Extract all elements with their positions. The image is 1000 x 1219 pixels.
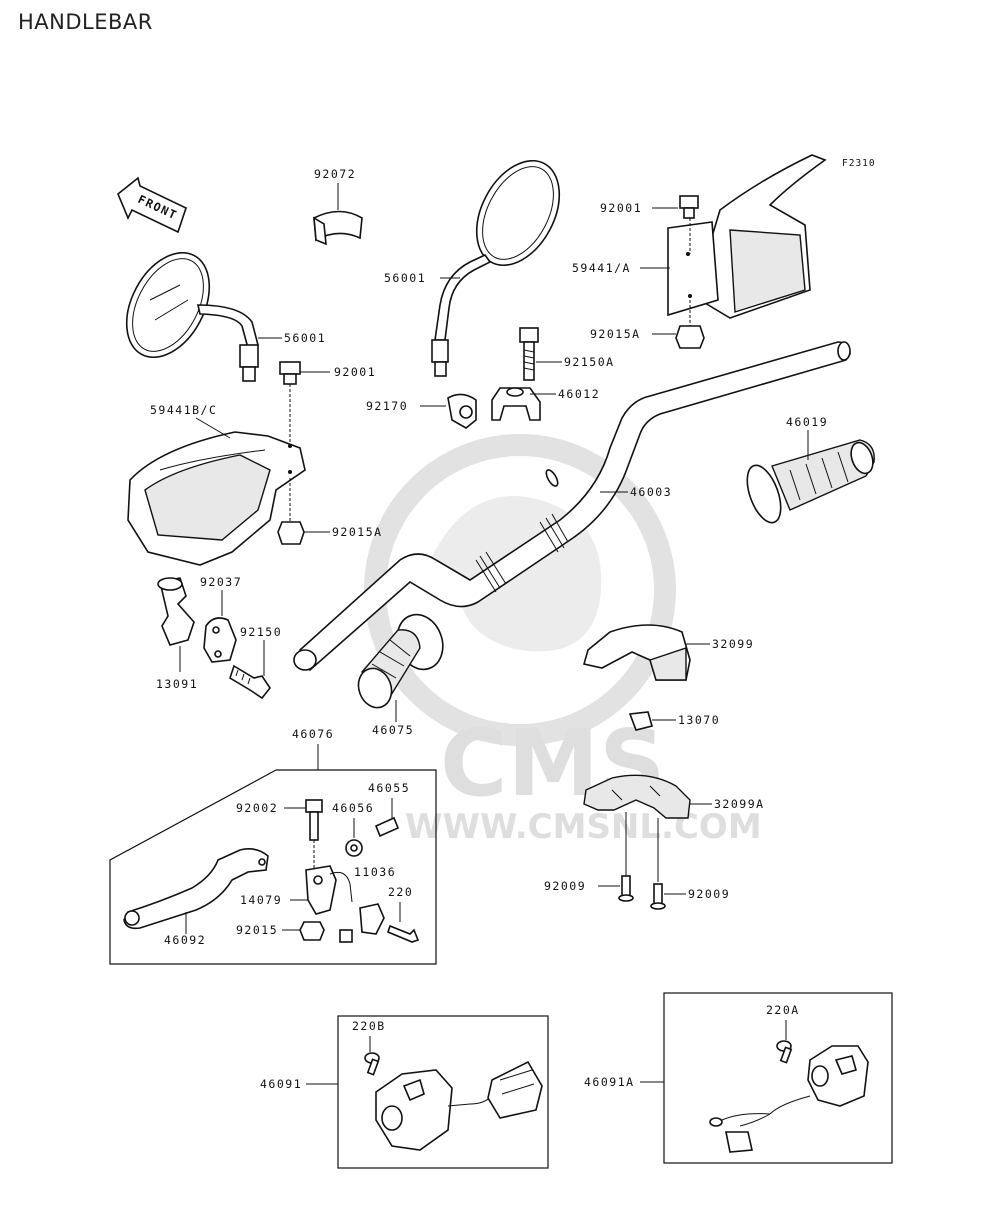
handguard-left (127, 431, 306, 566)
bracket-92037 (203, 617, 237, 663)
mirror-right-stem (434, 253, 492, 341)
label-220b: 220B (352, 1019, 386, 1033)
nut-92015 (299, 921, 325, 941)
clamp-11036 (339, 903, 385, 943)
label-46091a: 46091A (584, 1075, 635, 1089)
label-220a: 220A (766, 1003, 800, 1017)
front-arrow: FRONT (117, 176, 187, 234)
switch-46091a-box (663, 992, 893, 1164)
mirror-right (431, 159, 561, 377)
label-46091: 46091 (260, 1077, 302, 1091)
screw-220 (387, 924, 420, 943)
bolt-92150 (229, 664, 271, 700)
nut-92015a-right (675, 325, 705, 349)
bolt-92001-left (279, 361, 301, 375)
page-title: HANDLEBAR (18, 10, 153, 34)
label-46055: 46055 (368, 781, 410, 795)
label-92015a-right: 92015A (590, 327, 641, 341)
handlebar-46003 (293, 341, 851, 672)
label-220: 220 (388, 885, 413, 899)
label-92015: 92015 (236, 923, 278, 937)
label-59441bc: 59441B/C (150, 403, 217, 417)
label-92150a: 92150A (564, 355, 615, 369)
clamp-92072 (313, 210, 363, 246)
holder-46012 (491, 387, 541, 421)
label-92001-right: 92001 (600, 201, 642, 215)
lever-assembly-box (109, 769, 437, 965)
mirror-left-glass (125, 251, 211, 359)
label-92009-left: 92009 (544, 879, 586, 893)
label-59441a: 59441/A (572, 261, 631, 275)
mirror-left-mount (239, 344, 259, 368)
lever-holder-14079 (305, 865, 353, 915)
housing-32099 (582, 624, 691, 681)
label-56001-right: 56001 (384, 271, 426, 285)
label-92001-left: 92001 (334, 365, 376, 379)
handguard-right-bracket (667, 221, 719, 317)
part-13070 (628, 711, 653, 731)
screw-220a (776, 1040, 793, 1064)
label-92037: 92037 (200, 575, 242, 589)
mirror-right-glass (475, 159, 561, 267)
label-13091: 13091 (156, 677, 198, 691)
figure-code: F2310 (842, 158, 876, 169)
label-92002: 92002 (236, 801, 278, 815)
label-46092: 46092 (164, 933, 206, 947)
watermark-url: WWW.CMSNL.COM (405, 807, 762, 847)
screw-220b (364, 1052, 380, 1076)
label-56001-left: 56001 (284, 331, 326, 345)
clamp-92170 (447, 393, 477, 429)
label-14079: 14079 (240, 893, 282, 907)
label-46076: 46076 (292, 727, 334, 741)
label-46019: 46019 (786, 415, 828, 429)
label-92009-right: 92009 (688, 887, 730, 901)
grip-46019 (746, 439, 875, 524)
label-32099: 32099 (712, 637, 754, 651)
housing-32099a (583, 774, 691, 819)
label-46075: 46075 (372, 723, 414, 737)
label-46012: 46012 (558, 387, 600, 401)
label-92150: 92150 (240, 625, 282, 639)
handguard-right (667, 154, 827, 319)
label-92015a-left: 92015A (332, 525, 383, 539)
nut-92015a-left (277, 521, 305, 545)
bolt-92150a (519, 327, 539, 381)
lever-46092 (123, 848, 269, 930)
label-13070: 13070 (678, 713, 720, 727)
bolt-92002 (305, 799, 323, 841)
screw-92009-left (618, 875, 634, 902)
label-92170: 92170 (366, 399, 408, 413)
mirror-left-stem (197, 304, 259, 350)
front-arrow-shape (117, 176, 187, 234)
mirror-left (125, 251, 259, 382)
switch-46091 (375, 1060, 543, 1151)
label-32099a: 32099A (714, 797, 765, 811)
switch-46091a (709, 1045, 869, 1153)
label-46056: 46056 (332, 801, 374, 815)
label-92072: 92072 (314, 167, 356, 181)
bracket-13091 (157, 577, 195, 646)
part-46055 (374, 816, 400, 838)
label-11036: 11036 (354, 865, 396, 879)
bolt-92001-right (679, 195, 699, 209)
screw-92009-right (650, 883, 666, 910)
grip-46075 (357, 613, 444, 709)
label-46003: 46003 (630, 485, 672, 499)
switch-46091-box (337, 1015, 549, 1169)
